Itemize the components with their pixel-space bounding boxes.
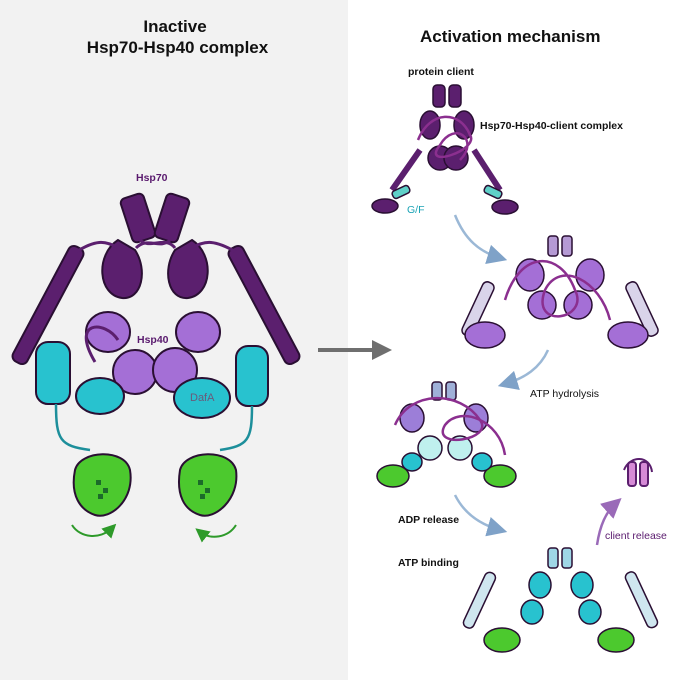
- hsp70-top-paddle-left: [119, 192, 157, 244]
- client-loops-3: [393, 396, 507, 456]
- hsp70-lobe-right: [167, 238, 209, 300]
- hsp70-arm-connector-right: [191, 241, 237, 254]
- atp-hydrolysis-label: ATP hydrolysis: [530, 388, 600, 400]
- dafa-domain: [173, 377, 231, 419]
- client-release-arrow: [595, 497, 622, 546]
- dafa-label: DafA: [190, 392, 215, 404]
- linker-right-green: [219, 405, 254, 452]
- hsp70-top-paddle-right: [153, 192, 191, 244]
- arrow-stage3-4: [453, 494, 508, 537]
- stage-1-complex: [371, 84, 519, 215]
- adp-release-label: ADP release: [398, 514, 460, 526]
- arrow-stage1-2: [453, 214, 508, 264]
- client-release-label: client release: [605, 530, 667, 542]
- right-title: Activation mechanism: [420, 27, 601, 46]
- transition-arrowhead: [372, 340, 392, 360]
- client-loops-1: [416, 115, 473, 161]
- inactive-complex: [11, 192, 301, 517]
- green-sbd-left: [72, 453, 132, 517]
- left-title-line2: Hsp70-Hsp40 complex: [86, 38, 269, 57]
- hsp70-label: Hsp70: [136, 172, 168, 184]
- green-sbd-right: [178, 453, 238, 517]
- green-markers: [96, 480, 210, 499]
- arrow-stage2-3: [497, 349, 550, 390]
- teal-domain-left-lower: [75, 377, 125, 415]
- complex-label: Hsp70-Hsp40-client complex: [480, 120, 623, 132]
- stage-2-complex: [461, 235, 659, 349]
- rotation-arrow-right: [195, 524, 237, 543]
- hsp70-arm-left: [11, 244, 85, 366]
- teal-domain-left-upper: [35, 341, 71, 405]
- hsp40-loop: [84, 325, 120, 363]
- hsp70-arm-right: [227, 244, 301, 366]
- left-title-line1: Inactive: [143, 17, 207, 36]
- client-loops-2: [503, 260, 612, 321]
- hsp70-lobe-left: [101, 238, 143, 300]
- hsp40-label: Hsp40: [137, 334, 169, 346]
- rotation-arrow-left: [71, 523, 117, 539]
- hsp70-arm-connector-left: [75, 241, 119, 254]
- atp-binding-label: ATP binding: [398, 557, 459, 569]
- protein-client-label: protein client: [408, 66, 474, 78]
- linker-left-green: [54, 403, 91, 452]
- hsp40-lobe-right: [175, 311, 221, 353]
- teal-domain-right-upper: [235, 345, 269, 407]
- stage-4-complex: [462, 547, 659, 653]
- released-client: [623, 458, 653, 487]
- hsp70-linker: [134, 238, 177, 250]
- gf-label: G/F: [407, 204, 425, 216]
